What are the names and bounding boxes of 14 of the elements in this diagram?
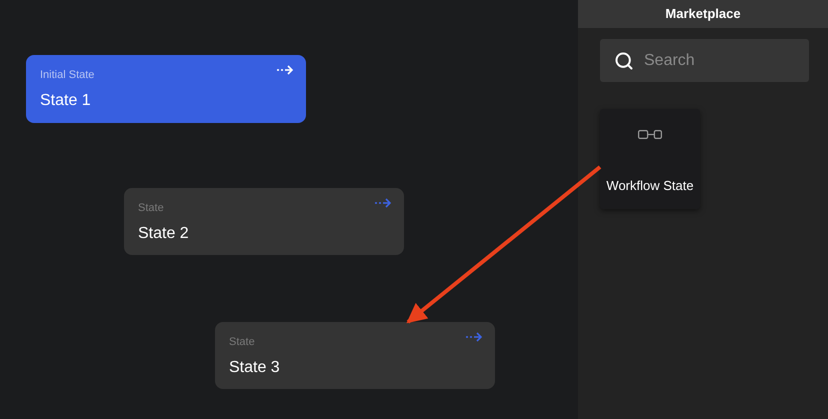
state-card bbox=[124, 188, 404, 255]
state-name: State 2 bbox=[138, 224, 189, 244]
state-type-label: Initial State bbox=[40, 68, 94, 83]
tile-label: Workflow State bbox=[605, 177, 695, 195]
state-name: State 3 bbox=[229, 358, 280, 378]
panel-title: Marketplace bbox=[665, 5, 741, 24]
state-type-label: State bbox=[229, 335, 255, 350]
initial-state-card bbox=[26, 55, 306, 123]
search-field: Search bbox=[600, 39, 809, 82]
state-card bbox=[215, 322, 495, 389]
state-name: State 1 bbox=[40, 91, 91, 111]
arrow bbox=[406, 165, 602, 324]
side-panel bbox=[578, 0, 828, 419]
state-type-label: State bbox=[138, 201, 164, 216]
